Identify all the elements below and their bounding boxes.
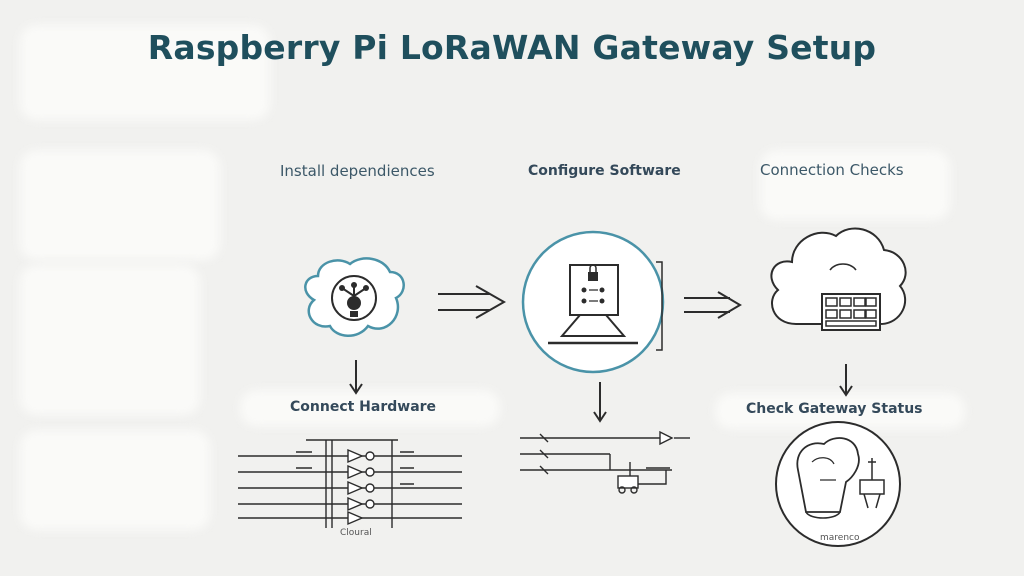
down-arrow [593, 382, 607, 423]
step-connection-label: Connection Checks [760, 161, 904, 179]
bg-panel [20, 430, 210, 530]
down-arrow [349, 360, 363, 395]
step-hardware-label: Connect Hardware [290, 399, 437, 415]
signal-schematic [520, 430, 690, 494]
laptop-lock-icon [521, 230, 665, 374]
bg-panel [760, 150, 950, 220]
step-install-label: Install dependiences [280, 162, 435, 180]
bg-panel [20, 25, 270, 120]
step-configure-label: Configure Software [528, 163, 681, 179]
chip-cloud-icon [304, 257, 405, 337]
circuit-caption: Cloural [340, 528, 372, 538]
flow-arrow [684, 291, 742, 319]
bg-panel [20, 265, 200, 415]
bg-panel [240, 390, 500, 426]
gateway-image-caption: marenco [820, 533, 860, 543]
device-sketch [775, 421, 901, 547]
down-arrow [839, 364, 853, 397]
step-gateway-label: Check Gateway Status [746, 401, 923, 417]
circuit-schematic [238, 439, 462, 528]
flow-arrow [438, 285, 507, 319]
cloud-server-icon [770, 227, 907, 331]
bg-panel [20, 150, 220, 260]
page-title: Raspberry Pi LoRaWAN Gateway Setup [147, 28, 877, 67]
